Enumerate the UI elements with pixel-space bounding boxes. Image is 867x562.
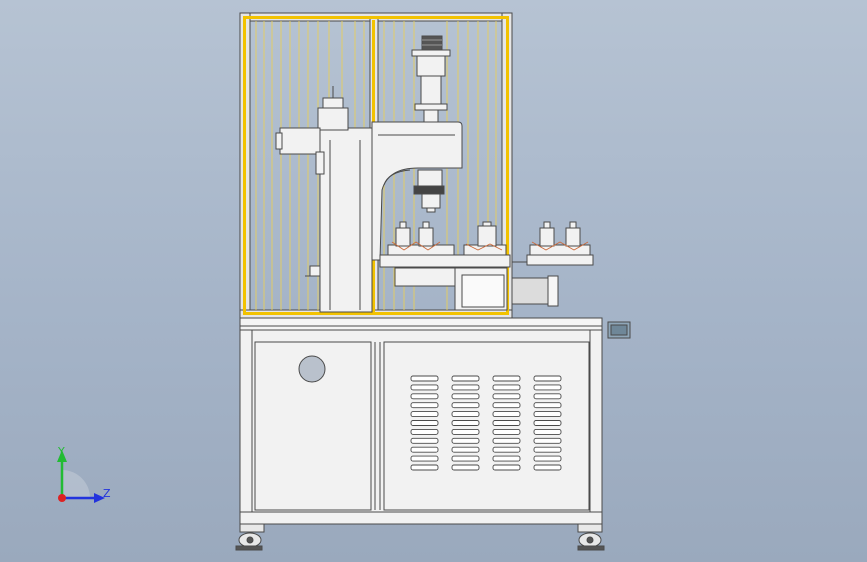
z-axis-label: Z bbox=[103, 487, 111, 500]
door-right bbox=[383, 341, 590, 511]
vent-slot bbox=[451, 420, 480, 426]
fixture-table bbox=[379, 221, 594, 311]
yellow-strip-bottom bbox=[243, 312, 509, 315]
c-frame-body bbox=[371, 121, 463, 261]
vent-slot bbox=[533, 420, 562, 426]
yellow-strip-top bbox=[243, 16, 509, 19]
fixture-details bbox=[391, 241, 589, 251]
triad-origin bbox=[58, 494, 66, 502]
vent-slot bbox=[533, 393, 562, 400]
vent-slot bbox=[451, 437, 480, 444]
coordinate-triad: Y Z bbox=[57, 445, 111, 503]
fixture-right bbox=[529, 221, 591, 256]
vent-slot bbox=[410, 420, 439, 426]
vent-slot bbox=[410, 384, 439, 391]
lower-cabinet bbox=[239, 329, 603, 525]
vent-slot bbox=[410, 464, 439, 471]
column-cap bbox=[317, 107, 349, 131]
rotary-plate bbox=[526, 254, 594, 266]
yellow-strip-right bbox=[506, 16, 509, 313]
vent-slot bbox=[492, 384, 521, 391]
vent-slot bbox=[451, 446, 480, 453]
vent-slot bbox=[451, 375, 480, 382]
vent-slot bbox=[492, 420, 521, 426]
vent-slot bbox=[492, 446, 521, 453]
vent-slot bbox=[492, 402, 521, 409]
press-cylinder bbox=[416, 53, 446, 77]
vent-slot bbox=[533, 446, 562, 453]
column-body bbox=[319, 127, 373, 313]
vent-slot bbox=[451, 384, 480, 391]
vent-slot bbox=[533, 402, 562, 409]
motor-block bbox=[461, 274, 505, 308]
vent-slot bbox=[451, 455, 480, 462]
triad-sector bbox=[62, 470, 90, 498]
vent-slot bbox=[492, 464, 521, 471]
vent-slot bbox=[492, 375, 521, 382]
vent-slot bbox=[533, 455, 562, 462]
vent-slot bbox=[410, 402, 439, 409]
side-cylinder bbox=[279, 127, 321, 155]
vent-slot bbox=[492, 393, 521, 400]
vent-slot bbox=[533, 411, 562, 418]
y-axis-label: Y bbox=[57, 445, 65, 458]
vent-slot bbox=[410, 428, 439, 435]
vent-slot bbox=[533, 428, 562, 435]
vent-slot bbox=[451, 393, 480, 400]
vent-slot bbox=[492, 411, 521, 418]
base-plate bbox=[379, 254, 511, 268]
vent-slot bbox=[492, 455, 521, 462]
vent-slot bbox=[451, 402, 480, 409]
z-axis-arrow bbox=[94, 493, 105, 503]
vent-slot bbox=[410, 375, 439, 382]
vent-slot bbox=[410, 411, 439, 418]
vent-slot bbox=[533, 437, 562, 444]
cabinet-right-leg bbox=[589, 329, 603, 523]
vent-slot bbox=[451, 411, 480, 418]
vent-slot bbox=[410, 446, 439, 453]
vent-slot bbox=[533, 464, 562, 471]
door-lock-knob[interactable] bbox=[298, 355, 326, 383]
vent-slot bbox=[451, 428, 480, 435]
vent-slot bbox=[492, 437, 521, 444]
fixture-left bbox=[387, 221, 455, 256]
cabinet-left-leg bbox=[239, 329, 253, 523]
caster-right bbox=[577, 523, 605, 551]
caster-left bbox=[235, 523, 265, 551]
c-frame-head bbox=[371, 35, 463, 261]
press-tool bbox=[417, 169, 443, 187]
cabinet-bottom-rail bbox=[239, 511, 603, 525]
vent-grid bbox=[410, 375, 562, 471]
vent-slot bbox=[533, 384, 562, 391]
vent-slot bbox=[451, 464, 480, 471]
y-axis-arrow bbox=[57, 450, 67, 462]
fixture-center bbox=[463, 221, 507, 256]
vent-slot bbox=[410, 437, 439, 444]
press-column bbox=[275, 86, 373, 313]
casters bbox=[235, 523, 605, 551]
yellow-strip-left bbox=[243, 16, 246, 313]
vent-slot bbox=[410, 455, 439, 462]
vent-slot bbox=[492, 428, 521, 435]
vent-slot bbox=[533, 375, 562, 382]
vent-slot bbox=[410, 393, 439, 400]
